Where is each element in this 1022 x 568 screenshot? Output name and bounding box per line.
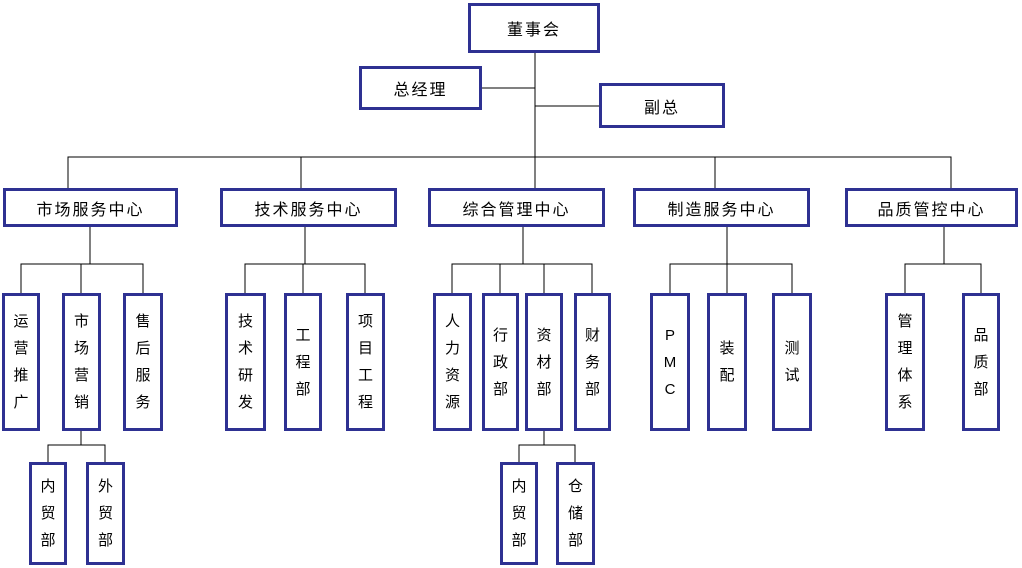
node-board: 董事会 [468, 3, 600, 53]
dept-label: 财务部 [584, 326, 600, 398]
node-general-manager: 总经理 [359, 66, 482, 110]
subdept-label: 内贸部 [511, 478, 527, 549]
node-dept-human-resources: 人力资源 [433, 293, 472, 431]
node-center-marketing-service: 市场服务中心 [3, 188, 178, 227]
node-dept-quality: 品质部 [962, 293, 1000, 431]
dept-label: 管理体系 [897, 313, 913, 411]
node-subdept-domestic-trade-marketing: 内贸部 [29, 462, 67, 565]
node-subdept-domestic-trade-materials: 内贸部 [500, 462, 538, 565]
center-label: 品质管控中心 [877, 201, 986, 219]
node-dept-pmc: PMC [650, 293, 690, 431]
vice-general-manager-label: 副总 [643, 99, 680, 117]
subdept-label: 外贸部 [97, 478, 113, 549]
dept-label: 资材部 [536, 326, 552, 398]
dept-label: 项目工程 [357, 313, 373, 411]
dept-label: 人力资源 [444, 313, 460, 411]
subdept-label: 内贸部 [40, 478, 56, 549]
node-dept-rnd: 技术研发 [225, 293, 266, 431]
center-label: 综合管理中心 [462, 201, 571, 219]
subdept-label: 仓储部 [567, 478, 583, 549]
node-subdept-foreign-trade: 外贸部 [86, 462, 125, 565]
node-center-general-management: 综合管理中心 [428, 188, 605, 227]
dept-label: 行政部 [492, 326, 508, 398]
dept-label: 品质部 [973, 326, 989, 398]
node-dept-after-sales: 售后服务 [123, 293, 163, 431]
node-dept-marketing: 市场营销 [62, 293, 101, 431]
node-center-manufacturing-service: 制造服务中心 [633, 188, 810, 227]
node-vice-general-manager: 副总 [599, 83, 725, 128]
node-dept-administration: 行政部 [482, 293, 519, 431]
center-label: 制造服务中心 [667, 201, 776, 219]
node-center-technical-service: 技术服务中心 [220, 188, 397, 227]
node-subdept-warehouse: 仓储部 [556, 462, 595, 565]
node-dept-testing: 测试 [772, 293, 812, 431]
node-center-quality-control: 品质管控中心 [845, 188, 1018, 227]
node-dept-assembly: 装配 [707, 293, 747, 431]
center-label: 技术服务中心 [254, 201, 363, 219]
dept-label: 技术研发 [237, 313, 253, 411]
node-dept-management-system: 管理体系 [885, 293, 925, 431]
center-label: 市场服务中心 [36, 201, 145, 219]
dept-label: 运营推广 [13, 313, 29, 411]
dept-label: 售后服务 [135, 313, 151, 411]
node-dept-materials: 资材部 [525, 293, 563, 431]
node-dept-operations-promotion: 运营推广 [2, 293, 40, 431]
general-manager-label: 总经理 [393, 82, 448, 99]
dept-label: PMC [663, 326, 677, 398]
node-dept-finance: 财务部 [574, 293, 611, 431]
dept-label: 市场营销 [73, 313, 89, 411]
dept-label: 工程部 [295, 326, 311, 398]
dept-label: 测试 [784, 340, 800, 384]
node-dept-project-engineering: 项目工程 [346, 293, 385, 431]
node-dept-engineering: 工程部 [284, 293, 322, 431]
dept-label: 装配 [719, 340, 735, 384]
board-label: 董事会 [506, 22, 561, 39]
